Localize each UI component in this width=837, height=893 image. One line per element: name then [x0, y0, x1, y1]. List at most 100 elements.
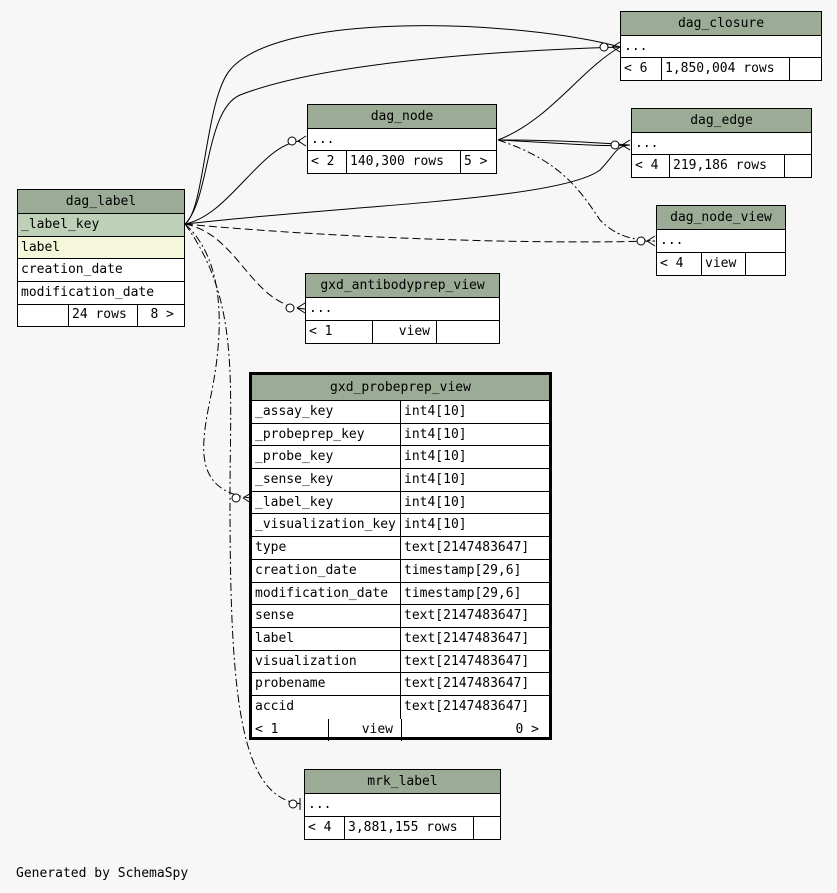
marker-crowsfoot: [611, 41, 621, 53]
table-dag-node-view[interactable]: dag_node_view ... < 4 view: [656, 205, 786, 276]
column-label-key[interactable]: _label_key: [21, 217, 100, 232]
row-count: 140,300 rows: [346, 151, 460, 173]
children-cell: [436, 321, 499, 343]
table-mrk-label[interactable]: mrk_label ... < 4 3,881,155 rows: [304, 769, 501, 840]
parents-cell: [18, 305, 68, 326]
children-cell: [789, 58, 821, 80]
column-type: int4[10]: [400, 491, 549, 514]
column-type: text[2147483647]: [400, 605, 549, 627]
column-creation-date[interactable]: creation_date: [21, 262, 123, 277]
table-dag-label[interactable]: dag_label _label_key label creation_date…: [17, 189, 185, 327]
column-row[interactable]: _sense_key int4[10]: [252, 469, 549, 492]
column-name: label: [255, 630, 295, 646]
edge-dag-label-dag-node: [184, 140, 301, 225]
children-link[interactable]: 5 >: [460, 151, 496, 173]
marker-crowsfoot: [296, 302, 306, 314]
column-name: accid: [255, 698, 295, 714]
edge-dag-node-dag-edge-1: [497, 139, 631, 146]
table-dag-edge[interactable]: dag_edge ... < 4 219,186 rows: [631, 108, 812, 178]
column-name: _probe_key: [255, 449, 334, 465]
columns-ellipsis: ...: [635, 136, 659, 151]
marker-circle: [285, 303, 295, 313]
edge-dag-node-dag-node-view: [497, 139, 656, 242]
columns-ellipsis: ...: [309, 301, 333, 316]
column-name: creation_date: [255, 562, 357, 578]
table-title: gxd_antibodyprep_view: [306, 274, 499, 298]
column-row[interactable]: type text[2147483647]: [252, 537, 549, 560]
column-label[interactable]: label: [21, 240, 61, 255]
edge-dag-label-dag-edge: [184, 144, 631, 225]
column-name: sense: [255, 608, 295, 624]
edge-dag-label-gxd-probeprep: [184, 223, 251, 499]
table-title: dag_label: [18, 190, 184, 214]
column-name: _probeprep_key: [255, 426, 365, 442]
table-title: mrk_label: [305, 770, 500, 794]
table-dag-node[interactable]: dag_node ... < 2 140,300 rows 5 >: [307, 104, 497, 174]
marker-circle: [231, 493, 241, 503]
column-type: int4[10]: [400, 446, 549, 469]
column-type: int4[10]: [400, 401, 549, 423]
children-link[interactable]: 0 >: [401, 718, 549, 741]
column-row[interactable]: _probe_key int4[10]: [252, 446, 549, 470]
column-row[interactable]: probename text[2147483647]: [252, 673, 549, 696]
column-type: int4[10]: [400, 469, 549, 491]
marker-circle: [599, 42, 609, 52]
column-type: text[2147483647]: [400, 537, 549, 559]
children-cell: [784, 155, 811, 177]
column-row[interactable]: visualization text[2147483647]: [252, 650, 549, 674]
column-name: type: [255, 540, 287, 556]
columns-ellipsis: ...: [624, 39, 648, 54]
column-type: timestamp[29,6]: [400, 582, 549, 605]
column-row[interactable]: sense text[2147483647]: [252, 605, 549, 628]
table-dag-closure[interactable]: dag_closure ... < 6 1,850,004 rows: [620, 11, 822, 81]
table-title: dag_node: [308, 105, 496, 129]
column-modification-date[interactable]: modification_date: [21, 285, 155, 300]
column-name: probename: [255, 676, 326, 692]
generated-by-note: Generated by SchemaSpy: [16, 866, 189, 881]
table-title: dag_node_view: [657, 206, 785, 230]
row-count: 219,186 rows: [669, 155, 784, 177]
parents-link[interactable]: < 1: [255, 721, 279, 737]
children-link[interactable]: 8 >: [137, 305, 184, 326]
row-count: 24 rows: [68, 305, 137, 326]
marker-circle: [287, 136, 297, 146]
table-gxd-antibodyprep-view[interactable]: gxd_antibodyprep_view ... < 1 view: [305, 273, 500, 344]
column-name: _assay_key: [255, 404, 334, 419]
parents-link[interactable]: < 1: [309, 324, 333, 339]
column-name: _sense_key: [255, 472, 334, 488]
columns-ellipsis: ...: [308, 797, 332, 812]
parents-link[interactable]: < 4: [635, 158, 659, 173]
column-row[interactable]: _assay_key int4[10]: [252, 401, 549, 424]
row-count: 3,881,155 rows: [344, 817, 473, 839]
edge-dag-node-dag-edge-2: [497, 139, 631, 147]
table-title: gxd_probeprep_view: [252, 375, 549, 401]
edge-dag-label-dag-closure-2: [184, 46, 621, 225]
marker-crowsfoot: [297, 135, 307, 147]
column-type: text[2147483647]: [400, 695, 549, 719]
children-cell: [473, 817, 500, 839]
column-type: text[2147483647]: [400, 650, 549, 673]
marker-crowsfoot: [621, 139, 631, 151]
parents-link[interactable]: < 4: [660, 256, 684, 271]
row-count: 1,850,004 rows: [661, 58, 789, 80]
table-title: dag_closure: [621, 12, 821, 36]
column-name: visualization: [255, 653, 357, 669]
row-count: view: [328, 718, 401, 741]
edge-dag-label-dag-closure-1: [184, 25, 621, 225]
parents-link[interactable]: < 6: [624, 61, 648, 76]
column-type: text[2147483647]: [400, 673, 549, 695]
parents-link[interactable]: < 4: [308, 820, 332, 835]
marker-circle: [610, 140, 620, 150]
marker-circle: [636, 236, 646, 246]
parents-link[interactable]: < 2: [311, 154, 335, 169]
column-row[interactable]: accid text[2147483647]: [252, 695, 549, 719]
